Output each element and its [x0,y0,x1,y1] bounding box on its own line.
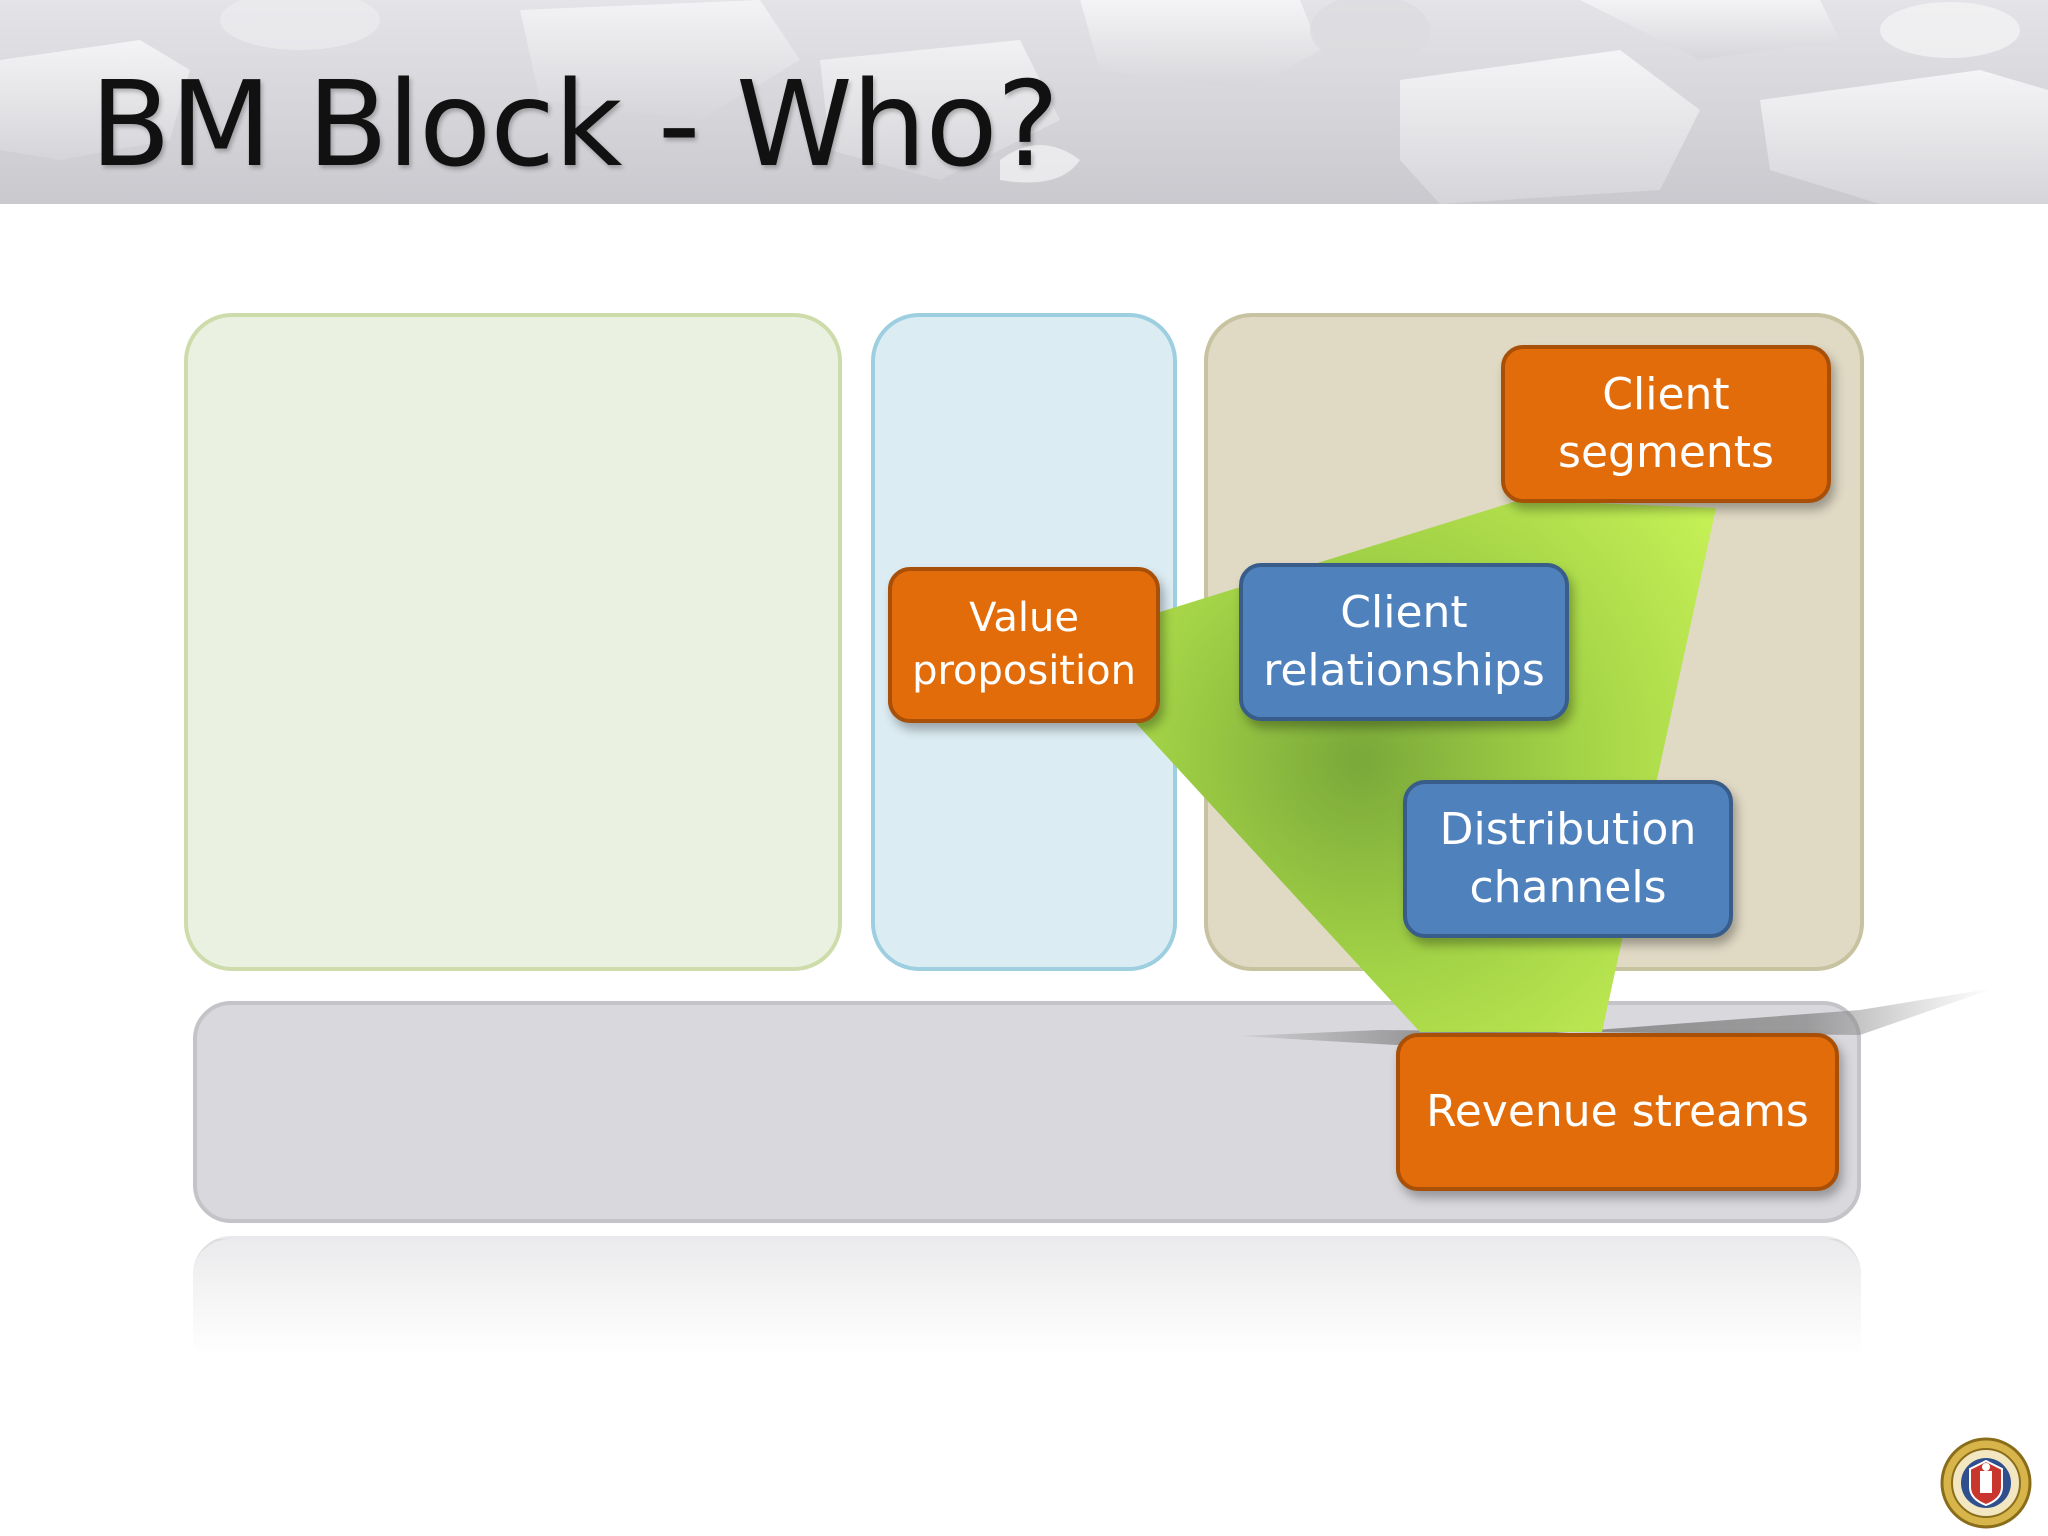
value-proposition-box: Value proposition [888,567,1160,723]
client-segments-box: Client segments [1501,345,1831,503]
distribution-channels-box: Distribution channels [1403,780,1733,938]
puzzle-pieces-image [0,0,2048,204]
slide-title: BM Block - Who? [90,55,1059,193]
panel-reflection [193,1236,1861,1356]
revenue-streams-box: Revenue streams [1396,1033,1839,1191]
client-relationships-box: Client relationships [1239,563,1569,721]
panel-left [184,313,842,971]
title-banner: BM Block - Who? [0,0,2048,204]
university-seal-icon [1940,1437,2032,1529]
